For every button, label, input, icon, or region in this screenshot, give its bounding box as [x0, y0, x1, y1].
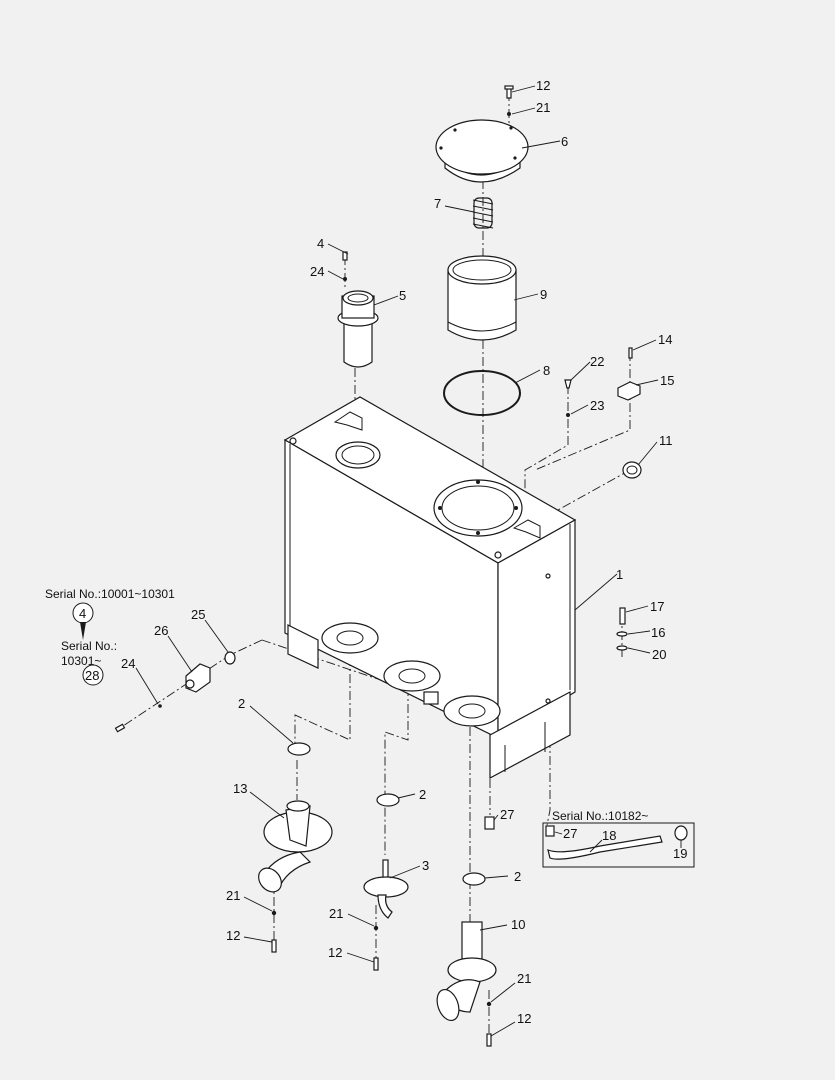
callout-21c: 21: [329, 906, 343, 921]
bolt-12-top: [504, 85, 514, 99]
ring-11: [622, 461, 642, 479]
callout-12d: 12: [517, 1011, 531, 1026]
callout-12b: 12: [226, 928, 240, 943]
top-cover-assembly: [435, 85, 529, 416]
o-ring-25: [224, 651, 236, 665]
clamp-15: [617, 381, 641, 401]
callout-3: 3: [422, 858, 429, 873]
callout-21b: 21: [226, 888, 240, 903]
callout-12a: 12: [536, 78, 550, 93]
washer-20: [616, 645, 628, 651]
hydraulic-tank: [283, 396, 577, 780]
washer-24-top: [343, 277, 347, 281]
washer-24-side: [158, 704, 162, 708]
callout-6: 6: [561, 134, 568, 149]
callout-27a: 27: [500, 807, 514, 822]
callout-11: 11: [659, 433, 673, 448]
serial-note-10182: Serial No.:10182~: [552, 809, 648, 823]
callout-2c: 2: [514, 869, 521, 884]
gaskets: [287, 742, 486, 886]
callout-7: 7: [434, 196, 441, 211]
serial-note-10001: Serial No.:10001~10301: [45, 587, 175, 601]
bolt-17: [619, 607, 626, 625]
spring-7: [472, 197, 494, 229]
callout-10: 10: [511, 917, 525, 932]
callout-15: 15: [660, 373, 674, 388]
callout-23: 23: [590, 398, 604, 413]
cover-6: [435, 119, 529, 183]
callout-21d: 21: [517, 971, 531, 986]
serial-note-label: Serial No.:: [61, 639, 117, 653]
fitting-27: [484, 816, 495, 830]
callout-13: 13: [233, 781, 247, 796]
bolt-14: [628, 347, 633, 359]
callout-labels: 1 2 2 2 3 4 4 5 6 7 8 9 10 11 12 12 12 1…: [79, 78, 687, 1026]
right-fittings: [564, 347, 642, 651]
callout-2b: 2: [419, 787, 426, 802]
strainer-assembly: [337, 251, 379, 368]
callout-8: 8: [543, 363, 550, 378]
return-pipe-10: [436, 921, 497, 1047]
callout-19: 19: [673, 846, 687, 861]
leader-lines: [135, 85, 682, 1037]
callout-1: 1: [616, 567, 623, 582]
callout-24a: 24: [310, 264, 324, 279]
callout-2a: 2: [238, 696, 245, 711]
callout-4-circled: 4: [79, 606, 86, 621]
callout-27b: 27: [563, 826, 577, 841]
callout-9: 9: [540, 287, 547, 302]
callout-25: 25: [191, 607, 205, 622]
callout-16: 16: [651, 625, 665, 640]
left-fittings: [114, 651, 236, 733]
callout-17: 17: [650, 599, 664, 614]
fitting-22: [564, 379, 572, 389]
strainer-5: [343, 319, 373, 368]
bolt-28: [114, 723, 126, 733]
callout-26: 26: [154, 623, 168, 638]
washer-23: [566, 413, 570, 417]
callout-18: 18: [602, 828, 616, 843]
washer-21-top: [507, 112, 511, 116]
callout-12c: 12: [328, 945, 342, 960]
element-9: [447, 255, 517, 341]
serial-box-10182: [542, 822, 695, 868]
callout-24b: 24: [121, 656, 135, 671]
washer-16: [616, 631, 628, 637]
callout-22: 22: [590, 354, 604, 369]
callout-14: 14: [658, 332, 672, 347]
callout-4: 4: [317, 236, 324, 251]
callout-20: 20: [652, 647, 666, 662]
o-ring-8: [443, 370, 521, 416]
callout-21a: 21: [536, 100, 550, 115]
callout-28-circle: [82, 664, 104, 686]
callout-5: 5: [399, 288, 406, 303]
callout-28: 28: [85, 668, 99, 683]
suction-strainer-3: [363, 859, 409, 971]
suction-pipe-13: [258, 800, 333, 953]
serial-note-10301: 10301~: [61, 654, 101, 668]
